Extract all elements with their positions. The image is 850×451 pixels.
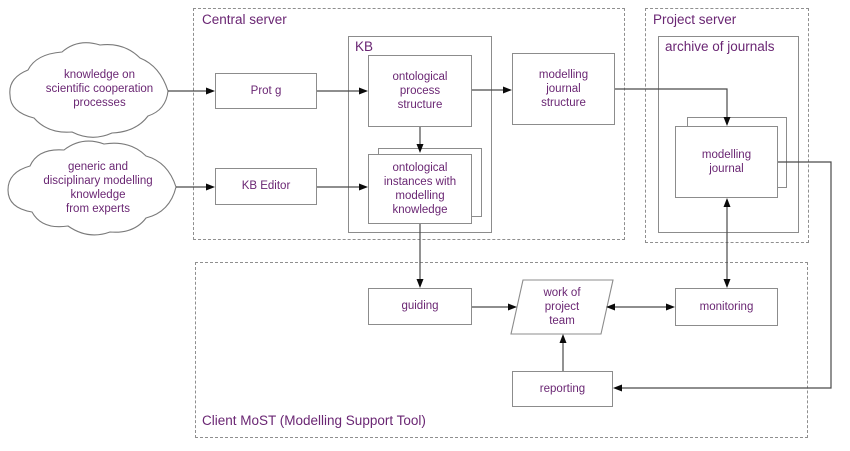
- kb-editor-node-label: KB Editor: [241, 180, 291, 193]
- reporting-node-label: reporting: [539, 382, 586, 395]
- project-server-label: Project server: [653, 12, 737, 27]
- ontological-instances-label: ontological instances with modelling kno…: [383, 161, 457, 217]
- ontological-process-structure-node: ontological process structure: [368, 55, 472, 127]
- kb-editor-node: KB Editor: [215, 168, 317, 205]
- expert-knowledge-cloud-label: generic and disciplinary modelling knowl…: [43, 160, 153, 216]
- kb-label: KB: [355, 39, 374, 54]
- ontological-instances-node: ontological instances with modelling kno…: [368, 154, 472, 224]
- protege-node-label: Prot g: [250, 84, 282, 97]
- modelling-journal-label: modelling journal: [701, 148, 752, 175]
- central-server-label: Central server: [202, 12, 287, 27]
- client-most-label: Client MoST (Modelling Support Tool): [202, 413, 426, 428]
- modelling-journal-structure-label: modelling journal structure: [538, 68, 589, 109]
- monitoring-node-label: monitoring: [699, 300, 754, 313]
- modelling-journal-node: modelling journal: [675, 126, 778, 198]
- monitoring-node: monitoring: [675, 288, 778, 326]
- guiding-node: guiding: [368, 288, 472, 325]
- archive-of-journals-label: archive of journals: [665, 39, 775, 54]
- modelling-journal-structure-node: modelling journal structure: [512, 53, 615, 125]
- guiding-node-label: guiding: [401, 300, 439, 313]
- work-of-project-team-label: work of project team: [543, 286, 581, 327]
- knowledge-cooperation-cloud-label: knowledge on scientific cooperation proc…: [45, 68, 154, 109]
- central-server-group: Central server: [193, 8, 625, 240]
- reporting-node: reporting: [512, 371, 613, 407]
- ontological-process-structure-label: ontological process structure: [392, 70, 448, 111]
- protege-node: Prot g: [215, 73, 317, 109]
